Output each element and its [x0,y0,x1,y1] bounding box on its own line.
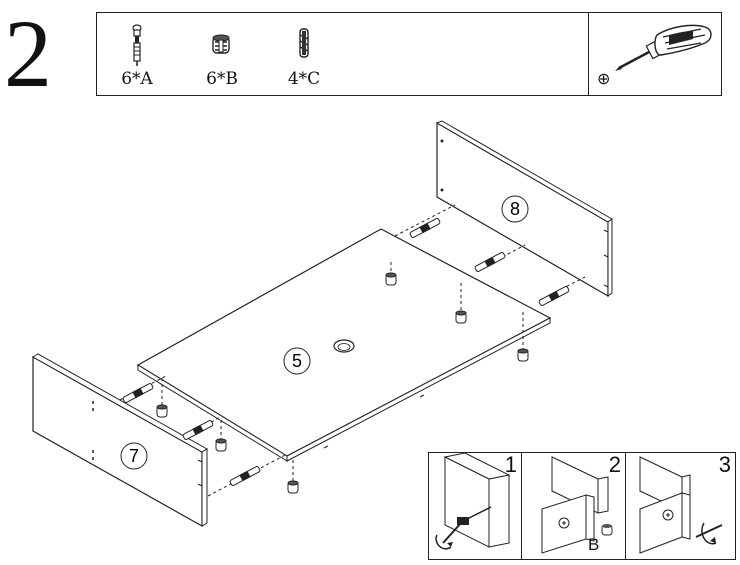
detail-step-1: 1 [429,452,521,559]
detail-step-3-illustration [639,456,723,554]
part-c-label: 4*C [287,69,321,89]
cam-lock-b [156,404,168,418]
cam-lock-b [215,438,227,452]
detail-step-3-number: 3 [718,452,731,477]
panel-5-label: 5 [292,351,302,371]
dowel-pin-a [229,466,261,486]
part-a-label: 6*A [121,69,153,89]
detail-step-2-number: 2 [608,452,621,477]
dowel-pins [122,218,570,486]
cam-lock-icon [212,34,230,54]
dowel-pin-a [182,420,214,440]
parts-list: 6*A 6*B 4*C ⊕ [96,12,722,96]
dowel-pin-a [474,252,506,272]
parts-divider [588,13,589,95]
panel-8-label: 8 [510,199,520,219]
panel-5: 5 [136,228,552,462]
part-a: 6*A [97,13,177,95]
part-c: 4*C [264,13,344,95]
part-b: 6*B [182,13,262,95]
dowel-pin-a [122,383,154,403]
panel-7-label: 7 [129,446,139,466]
panel-7: 7 [32,353,208,528]
cam-locks [156,272,529,494]
wooden-dowel-icon [299,28,309,58]
part-b-label: 6*B [206,69,238,89]
tool-area: ⊕ [589,13,721,95]
cam-lock-b [517,348,529,362]
cam-lock-b [287,480,299,494]
detail-step-1-illustration [435,452,511,550]
dowel-pin-a [538,286,570,306]
detail-step-3: 3 [625,453,735,559]
cam-lock-b [385,272,397,286]
detail-step-2: 2 B [521,453,625,559]
dowel-pin-a [409,218,441,238]
detail-step-2-part-label: B [588,535,600,554]
phillips-screwdriver-icon [615,24,712,71]
dowel-pin-icon [132,24,142,66]
detail-step-2-illustration [541,456,613,554]
step-number: 2 [4,0,52,107]
phillips-symbol: ⊕ [597,69,611,88]
detail-step-1-number: 1 [504,452,517,477]
detail-steps: 1 2 B 3 [428,452,736,560]
panel-8: 8 [435,120,613,298]
cam-lock-b [455,310,467,324]
